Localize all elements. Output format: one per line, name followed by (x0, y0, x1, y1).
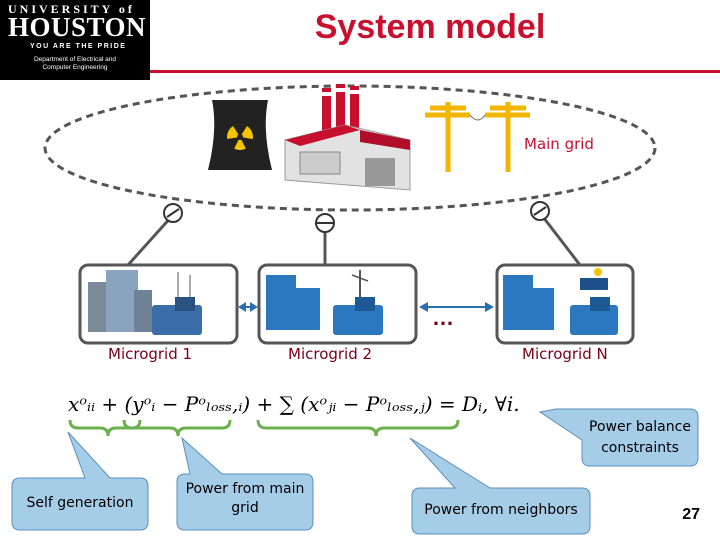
microgrid-box-2 (257, 263, 418, 345)
slide-title: System model (314, 8, 546, 46)
more-microgrids-ellipsis: … (432, 305, 456, 330)
bidirectional-arrow-1 (238, 302, 258, 312)
callout-power-from-main-grid (176, 436, 314, 531)
logo-tagline: YOU ARE THE PRIDE (30, 43, 127, 50)
department-name: Department of Electrical and Computer En… (20, 56, 130, 72)
department-line-1: Department of Electrical and (33, 56, 116, 63)
brace-main (122, 419, 232, 437)
university-logo: UNIVERSITY of HOUSTON YOU ARE THE PRIDE … (0, 0, 150, 80)
transmission-tower-icon (425, 102, 530, 172)
logo-university-text: UNIVERSITY of (8, 2, 135, 16)
power-balance-formula: xᵒᵢᵢ + (yᵒᵢ − Pᵒₗₒₛₛ,ᵢ) + ∑ (xᵒⱼᵢ − Pᵒₗₒ… (68, 392, 520, 416)
microgrid-label-2: Microgrid 2 (288, 345, 373, 363)
bidirectional-arrow-2 (419, 302, 494, 312)
callout-power-balance (538, 408, 699, 467)
breaker-icon-3 (530, 201, 550, 221)
callout-self-generation (11, 431, 149, 531)
power-balance-text: Power balance constraints (589, 419, 691, 456)
factory-icon (284, 84, 411, 191)
microgrid-label-n: Microgrid N (522, 345, 608, 363)
department-line-2: Computer Engineering (42, 64, 108, 71)
logo-houston-text: HOUSTON (8, 12, 147, 42)
slide-number: 27 (682, 506, 700, 523)
microgrid-box-n (495, 263, 635, 345)
brace-neighbors (256, 419, 460, 437)
breaker-icon-2 (315, 213, 335, 233)
breaker-icon-1 (163, 203, 183, 223)
connection-lines (126, 212, 582, 267)
formula-braces (68, 419, 460, 437)
microgrid-box-1 (78, 263, 239, 345)
microgrid-label-1: Microgrid 1 (108, 345, 193, 363)
callout-power-from-neighbors (409, 437, 591, 535)
power-from-neighbors-text: Power from neighbors (424, 502, 578, 518)
power-from-main-grid-text: Power from main grid (185, 481, 305, 516)
main-grid-label: Main grid (524, 135, 594, 153)
header: UNIVERSITY of HOUSTON YOU ARE THE PRIDE … (0, 0, 720, 80)
nuclear-plant-icon (208, 100, 272, 170)
self-generation-text: Self generation (26, 495, 134, 511)
